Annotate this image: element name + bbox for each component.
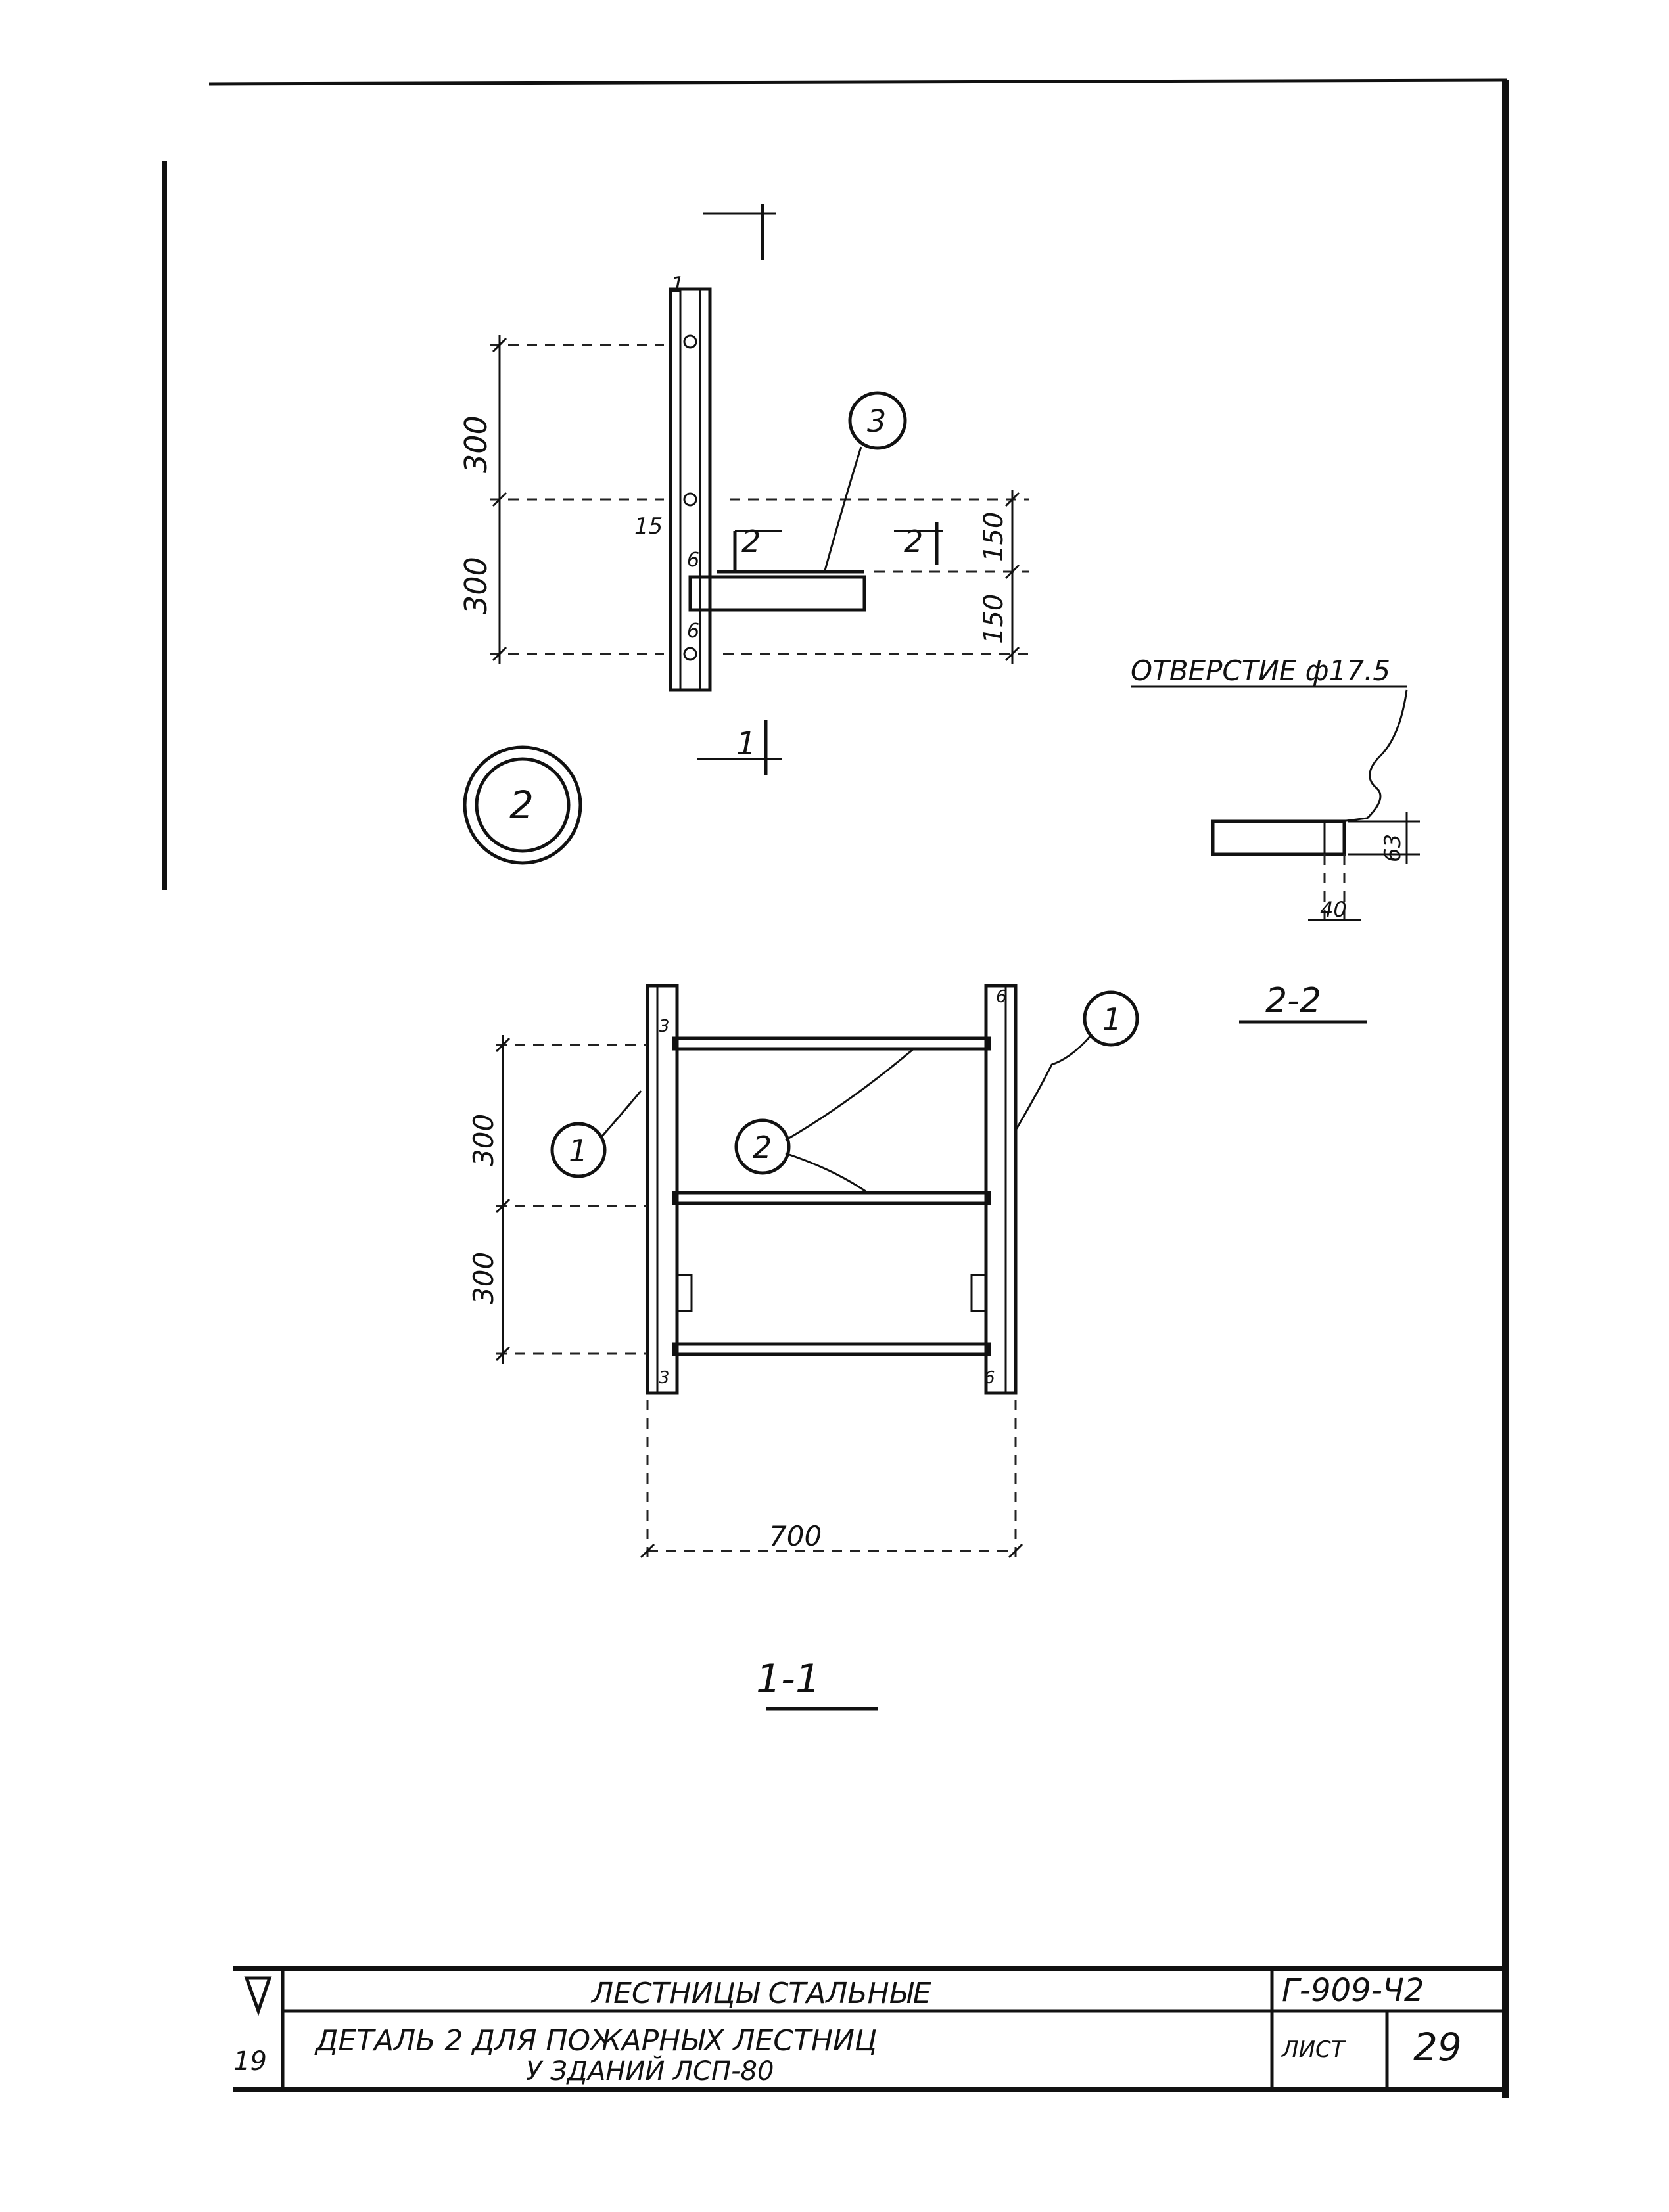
document-code: Г-909-Ч2 <box>1282 1972 1424 2009</box>
section-2-left-mark: 2 <box>741 524 761 559</box>
callout-3-label: 3 <box>867 403 886 439</box>
dim-150-lower: 150 <box>979 594 1009 644</box>
dim-lower-300-1-1: 300 <box>467 1252 500 1304</box>
callout-1-right-label: 1 <box>1102 1002 1121 1037</box>
dim-15: 15 <box>634 513 663 540</box>
section-1-1: 1 1 2 300 300 700 3 3 6 6 1-1 <box>467 984 1139 1711</box>
section-1-1-title: 1-1 <box>756 1656 820 1702</box>
section-2-2: ОТВЕРСТИЕ ф17.5 63 40 2-2 <box>1131 655 1420 1024</box>
dim-40: 40 <box>1320 897 1347 922</box>
section-2-2-title: 2-2 <box>1265 981 1321 1021</box>
title-block: 19 ЛЕСТНИЦЫ СТАЛЬНЫЕ ДЕТАЛЬ 2 ДЛЯ ПОЖАРН… <box>233 1966 1505 2092</box>
detail-title-line1: ДЕТАЛЬ 2 ДЛЯ ПОЖАРНЫХ ЛЕСТНИЦ <box>314 2024 877 2058</box>
top-view: 1 1 300 300 15 6 6 2 2 150 150 3 <box>458 204 1029 775</box>
sheet-number: 29 <box>1413 2025 1462 2069</box>
dim-upper-300-1-1: 300 <box>467 1114 500 1166</box>
detail-marker: 2 <box>463 745 582 865</box>
weld-3-left-bottom: 3 <box>659 1368 670 1388</box>
callout-2-label: 2 <box>753 1130 772 1165</box>
dim-lower-300: 300 <box>458 557 494 614</box>
sheet-frame <box>162 78 1509 2098</box>
weld-6-right-bottom: 6 <box>984 1368 995 1388</box>
series-title: ЛЕСТНИЦЫ СТАЛЬНЫЕ <box>590 1977 931 2010</box>
callout-1-left-label: 1 <box>569 1133 588 1168</box>
weld-6-right-top: 6 <box>996 987 1007 1007</box>
section-mark-bottom: 1 <box>736 726 757 762</box>
dim-150-upper: 150 <box>979 512 1009 562</box>
section-mark-top: 1 <box>670 272 685 298</box>
hole-label: ОТВЕРСТИЕ ф17.5 <box>1131 655 1390 687</box>
dim-upper-300: 300 <box>458 415 494 473</box>
corner-mark: 19 <box>233 2046 267 2077</box>
detail-title-line2: У ЗДАНИЙ ЛСП-80 <box>526 2055 774 2086</box>
sheet-label: ЛИСТ <box>1281 2037 1346 2063</box>
weld-6-upper: 6 <box>687 549 699 572</box>
dim-700: 700 <box>769 1520 822 1552</box>
weld-3-left-top: 3 <box>659 1017 670 1036</box>
weld-6-lower: 6 <box>687 620 699 643</box>
section-2-right-mark: 2 <box>904 524 923 559</box>
detail-marker-label: 2 <box>509 783 534 827</box>
dim-63: 63 <box>1380 834 1406 862</box>
